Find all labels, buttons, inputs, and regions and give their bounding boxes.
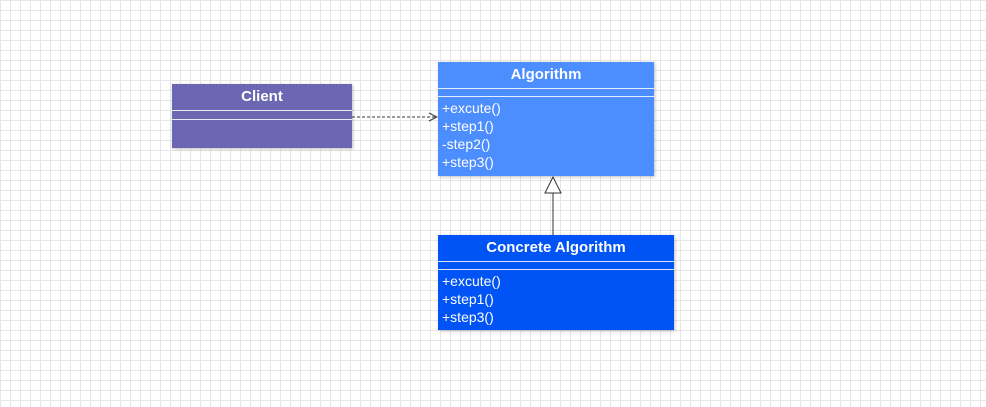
algorithm-attributes-divider (438, 96, 654, 97)
algorithm-methods-compartment: +excute() +step1() -step2() +step3() (438, 97, 654, 171)
client-methods-compartment (172, 120, 352, 122)
client-class-title: Client (241, 88, 283, 105)
client-title-divider (172, 110, 352, 111)
concrete-title-divider (438, 261, 674, 262)
concrete-methods-compartment: +excute() +step1() +step3() (438, 270, 674, 326)
algorithm-method[interactable]: +step3() (442, 154, 494, 170)
concrete-algorithm-class-title: Concrete Algorithm (486, 239, 626, 256)
concrete-attributes-divider (438, 269, 674, 270)
algorithm-class-title: Algorithm (510, 66, 582, 83)
concrete-algorithm-class-box[interactable]: Concrete Algorithm +excute() +step1() +s… (438, 235, 674, 330)
algorithm-method[interactable]: +excute() (442, 100, 501, 116)
client-attributes-compartment (172, 111, 352, 119)
client-class-box[interactable]: Client (172, 84, 352, 148)
algorithm-class-box[interactable]: Algorithm +excute() +step1() -step2() +s… (438, 62, 654, 176)
algorithm-attributes-compartment (438, 89, 654, 96)
algorithm-method[interactable]: -step2() (442, 136, 491, 152)
concrete-method[interactable]: +step1() (442, 291, 494, 307)
concrete-method[interactable]: +excute() (442, 273, 501, 289)
concrete-attributes-compartment (438, 262, 674, 269)
generalization-arrowhead[interactable] (544, 175, 562, 194)
algorithm-method[interactable]: +step1() (442, 118, 494, 134)
algorithm-title-divider (438, 88, 654, 89)
client-attributes-divider (172, 119, 352, 120)
concrete-method[interactable]: +step3() (442, 309, 494, 325)
